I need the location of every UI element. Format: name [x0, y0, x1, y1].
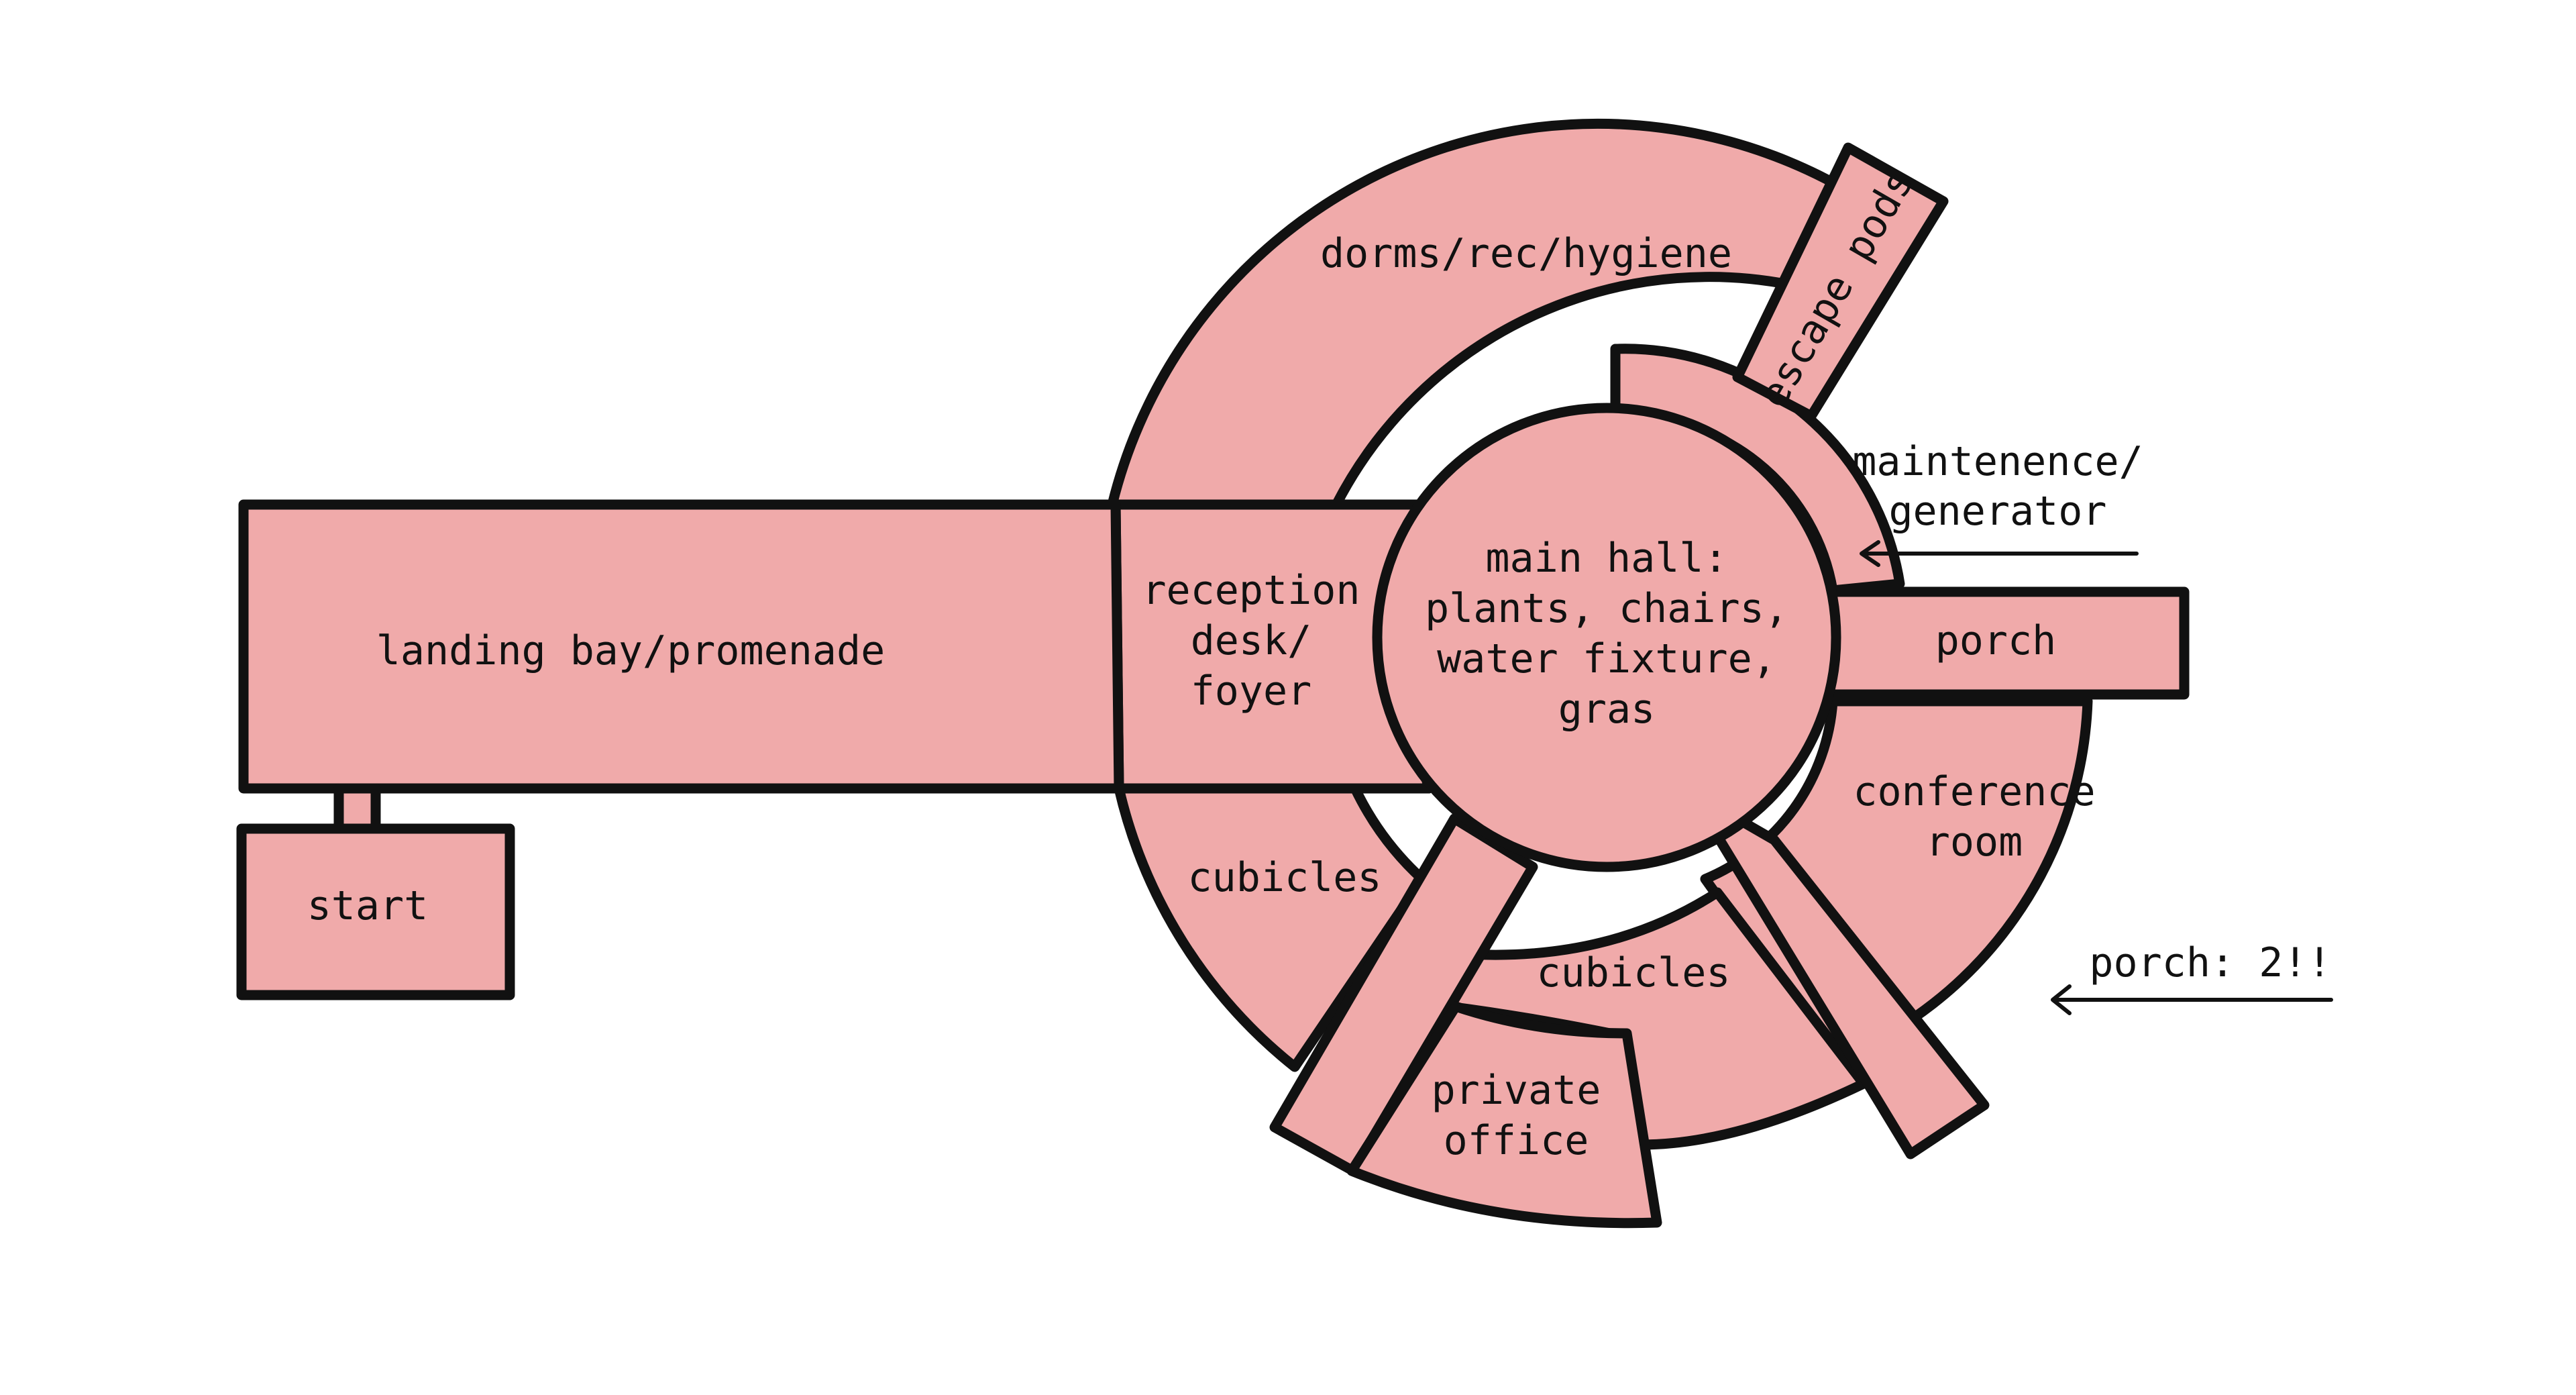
landing-bay-label: landing bay/promenade — [376, 627, 885, 674]
start-connector — [333, 783, 381, 834]
main-hall-label-2: plants, chairs, — [1425, 585, 1788, 632]
cubicles-left-room — [1114, 783, 1428, 1072]
conference-label-1: conference — [1853, 768, 2095, 815]
reception-label-3: foyer — [1191, 668, 1312, 715]
landing-bay-promenade — [238, 499, 1124, 794]
reception-label-2: desk/ — [1191, 617, 1312, 664]
start-room — [236, 823, 515, 1000]
main-hall-label-1: main hall: — [1485, 535, 1727, 582]
private-office-label-2: office — [1444, 1117, 1589, 1164]
conference-label-2: room — [1926, 819, 2023, 866]
reception-label-1: reception — [1142, 567, 1360, 614]
main-hall-label-4: gras — [1558, 686, 1656, 733]
porch-2-arrow — [2051, 984, 2333, 1015]
porch-label: porch — [1935, 617, 2057, 664]
main-hall-label-3: water fixture, — [1437, 635, 1776, 682]
dorms-rec-hygiene — [1107, 118, 1876, 510]
cubicles-bottom-label: cubicles — [1537, 949, 1731, 996]
dorms-label: dorms/rec/hygiene — [1320, 230, 1732, 277]
escape-pods — [1732, 142, 1949, 421]
porch-2-label: porch: 2!! — [2089, 939, 2331, 986]
start-label: start — [307, 882, 429, 929]
main-hall — [1372, 403, 1841, 872]
cubicles-bottom-room — [1417, 887, 1869, 1150]
private-office — [1346, 1001, 1662, 1229]
maintenance-arrow — [1860, 540, 2139, 567]
private-office-label-1: private — [1432, 1067, 1601, 1114]
maintenance-label-2: generator — [1888, 488, 2106, 535]
maintenance-label-1: maintenence/ — [1852, 438, 2143, 485]
cubicles-left-label: cubicles — [1188, 854, 1382, 901]
